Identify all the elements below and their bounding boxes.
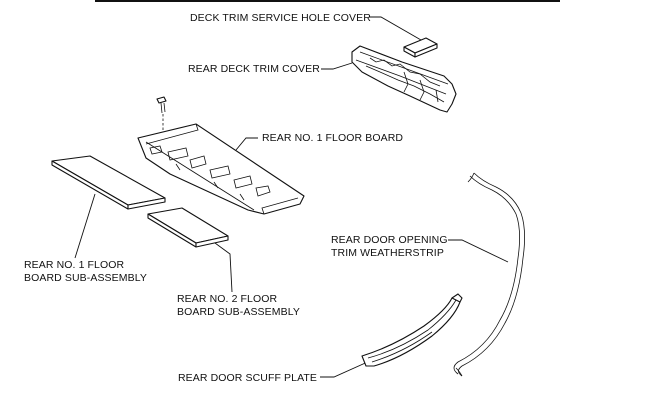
rear-deck-trim-cover-part	[351, 45, 457, 113]
leader-rear-door-opening-trim-weatherstrip	[448, 239, 509, 263]
label-rear-no1-floor-board-sub-assembly-line1: REAR NO. 1 FLOOR	[24, 259, 125, 271]
label-rear-door-scuff-plate: REAR DOOR SCUFF PLATE	[178, 372, 317, 384]
leader-rear-no2-floor-board-sub-assembly	[214, 242, 233, 293]
label-deck-trim-service-hole-cover: DECK TRIM SERVICE HOLE COVER	[190, 12, 371, 24]
label-rear-door-opening-trim-weatherstrip-line1: REAR DOOR OPENING	[331, 234, 448, 246]
leader-rear-deck-trim-cover	[321, 62, 353, 70]
leader-rear-no1-floor-board-sub-assembly	[74, 193, 96, 259]
label-rear-no1-floor-board-sub-assembly-line2: BOARD SUB-ASSEMBLY	[24, 272, 147, 284]
label-rear-no2-floor-board-sub-assembly-line2: BOARD SUB-ASSEMBLY	[177, 306, 300, 318]
leader-deck-trim-service-hole-cover	[369, 16, 422, 41]
label-rear-no1-floor-board: REAR NO. 1 FLOOR BOARD	[262, 132, 403, 144]
leader-rear-no1-floor-board	[235, 137, 258, 151]
deck-trim-service-hole-cover-part	[403, 37, 438, 58]
rear-no1-floor-board-sub-assembly-part	[51, 155, 166, 210]
rear-no1-floor-board-part	[137, 123, 305, 215]
label-rear-door-opening-trim-weatherstrip-line2: TRIM WEATHERSTRIP	[331, 247, 444, 259]
rear-no2-floor-board-sub-assembly-part	[147, 207, 229, 248]
label-rear-deck-trim-cover: REAR DECK TRIM COVER	[188, 63, 320, 75]
label-rear-no2-floor-board-sub-assembly-line1: REAR NO. 2 FLOOR	[177, 293, 278, 305]
leader-rear-door-scuff-plate	[320, 359, 373, 378]
rear-door-opening-trim-weatherstrip-part	[453, 172, 525, 377]
rear-door-scuff-plate-part	[361, 293, 463, 367]
bolt-part	[156, 96, 167, 148]
